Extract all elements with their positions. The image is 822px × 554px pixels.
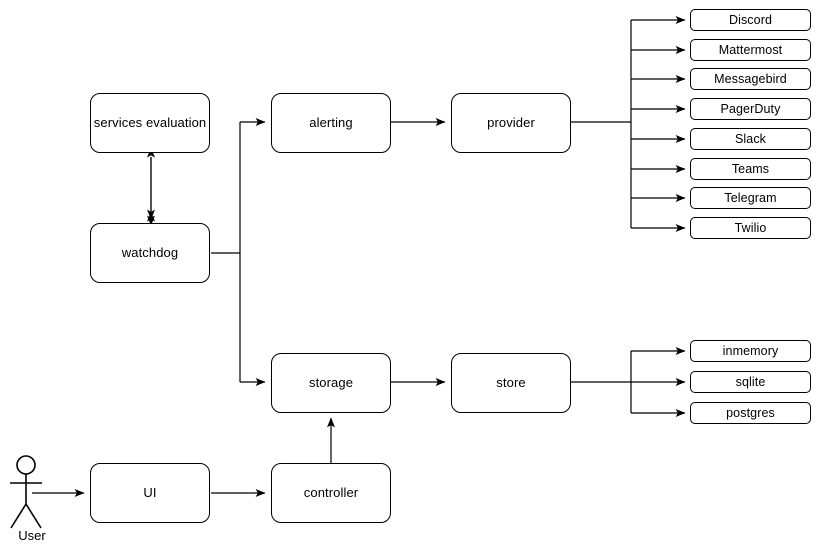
node-provider-slack-label: Slack xyxy=(734,131,767,146)
node-provider-messagebird[interactable]: Messagebird xyxy=(690,68,811,90)
node-provider-telegram-label: Telegram xyxy=(724,190,777,205)
node-store[interactable]: store xyxy=(451,353,571,413)
user-actor-label: User xyxy=(18,528,46,543)
node-provider-discord[interactable]: Discord xyxy=(690,9,811,31)
node-provider-label: provider xyxy=(487,114,535,130)
node-storage-label: storage xyxy=(308,374,354,390)
node-watchdog-label: watchdog xyxy=(121,244,179,260)
node-provider-teams-label: Teams xyxy=(731,161,770,176)
node-provider[interactable]: provider xyxy=(451,93,571,153)
actor-head-icon xyxy=(16,455,36,475)
node-store-postgres[interactable]: postgres xyxy=(690,402,811,424)
node-alerting-label: alerting xyxy=(309,114,353,130)
node-ui-label: UI xyxy=(143,484,157,500)
node-provider-slack[interactable]: Slack xyxy=(690,128,811,150)
node-services-evaluation[interactable]: services evaluation xyxy=(90,93,210,153)
user-actor-icon xyxy=(10,455,42,529)
node-store-label: store xyxy=(496,374,526,390)
node-provider-twilio-label: Twilio xyxy=(734,220,767,235)
node-provider-pagerduty[interactable]: PagerDuty xyxy=(690,98,811,120)
node-controller[interactable]: controller xyxy=(271,463,391,523)
actor-left-leg-line xyxy=(10,503,27,529)
node-store-inmemory[interactable]: inmemory xyxy=(690,340,811,362)
node-controller-label: controller xyxy=(303,484,359,500)
actor-right-leg-line xyxy=(25,503,42,529)
node-provider-messagebird-label: Messagebird xyxy=(714,71,787,86)
node-store-postgres-label: postgres xyxy=(726,405,775,420)
node-storage[interactable]: storage xyxy=(271,353,391,413)
node-store-sqlite-label: sqlite xyxy=(735,374,766,389)
node-provider-discord-label: Discord xyxy=(728,12,773,27)
node-provider-teams[interactable]: Teams xyxy=(690,158,811,180)
node-provider-twilio[interactable]: Twilio xyxy=(690,217,811,239)
node-ui[interactable]: UI xyxy=(90,463,210,523)
node-provider-mattermost-label: Mattermost xyxy=(718,42,783,57)
node-alerting[interactable]: alerting xyxy=(271,93,391,153)
node-store-inmemory-label: inmemory xyxy=(722,343,779,358)
node-provider-telegram[interactable]: Telegram xyxy=(690,187,811,209)
node-provider-mattermost[interactable]: Mattermost xyxy=(690,39,811,61)
node-provider-pagerduty-label: PagerDuty xyxy=(720,101,781,116)
node-watchdog[interactable]: watchdog xyxy=(90,223,210,283)
node-store-sqlite[interactable]: sqlite xyxy=(690,371,811,393)
node-services-evaluation-label: services evaluation xyxy=(93,114,207,130)
